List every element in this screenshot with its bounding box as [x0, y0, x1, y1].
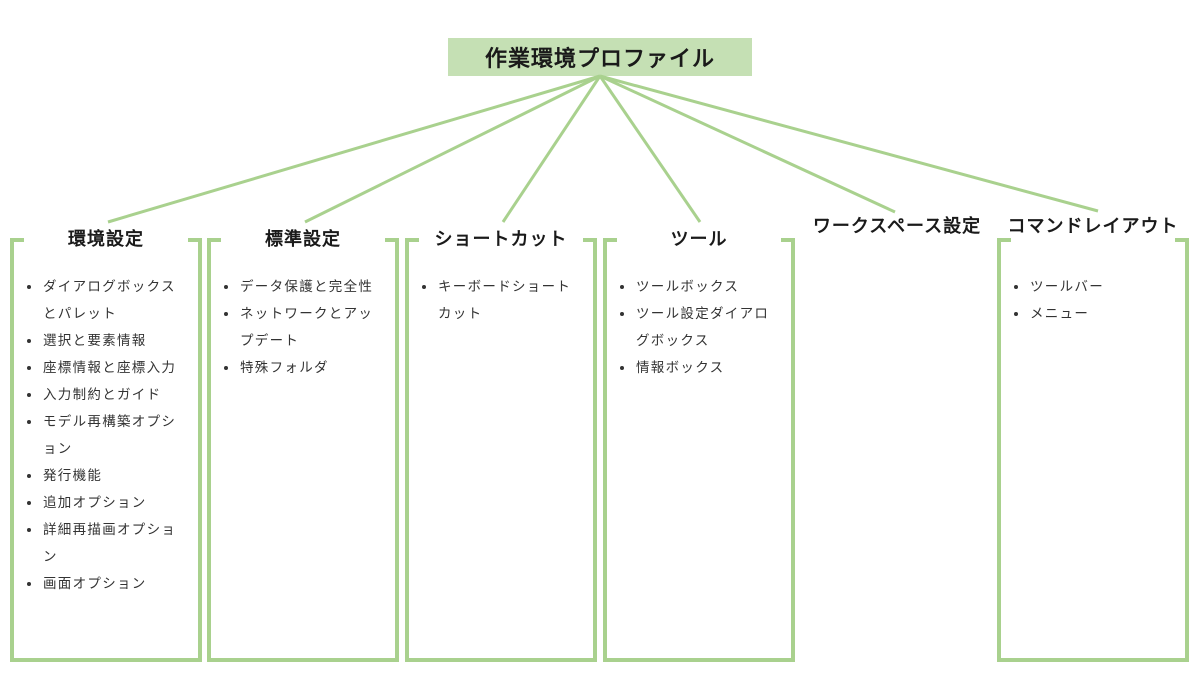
list-item: 詳細再描画オプション	[24, 517, 189, 571]
connector-line	[501, 75, 602, 223]
column-bracket	[405, 238, 597, 662]
column-list-tool: ツールボックス ツール設定ダイアログボックス 情報ボックス	[617, 274, 782, 382]
list-item: 入力制約とガイド	[24, 382, 189, 409]
column-title-environment: 環境設定	[68, 229, 144, 250]
column-list-environment: ダイアログボックスとパレット 選択と要素情報 座標情報と座標入力 入力制約とガイ…	[24, 274, 189, 598]
column-list-command-layout: ツールバー メニュー	[1011, 274, 1176, 328]
list-item: 特殊フォルダ	[221, 355, 386, 382]
column-bracket	[207, 238, 399, 662]
list-item: モデル再構築オプション	[24, 409, 189, 463]
column-bracket	[10, 238, 202, 662]
column-title-command-layout: コマンドレイアウト	[1007, 216, 1179, 237]
list-item: 追加オプション	[24, 490, 189, 517]
connector-line	[599, 74, 1099, 213]
list-item: 選択と要素情報	[24, 328, 189, 355]
column-bracket	[603, 238, 795, 662]
list-item: ツールボックス	[617, 274, 782, 301]
list-item: ツール設定ダイアログボックス	[617, 301, 782, 355]
column-title-tool: ツール	[670, 229, 728, 250]
list-item: キーボードショートカット	[419, 274, 584, 328]
list-item: 座標情報と座標入力	[24, 355, 189, 382]
column-title-shortcut: ショートカット	[434, 229, 568, 250]
list-item: メニュー	[1011, 301, 1176, 328]
connector-line	[304, 74, 601, 224]
list-item: ネットワークとアップデート	[221, 301, 386, 355]
connector-line	[599, 74, 896, 214]
connector-line	[107, 74, 601, 224]
root-node-box	[448, 38, 752, 76]
column-title-workspace: ワークスペース設定	[812, 216, 982, 237]
list-item: データ保護と完全性	[221, 274, 386, 301]
list-item: ダイアログボックスとパレット	[24, 274, 189, 328]
column-bracket	[997, 238, 1189, 662]
list-item: 情報ボックス	[617, 355, 782, 382]
root-node-label: 作業環境プロファイル	[484, 47, 715, 72]
connector-line	[598, 75, 702, 223]
list-item: 画面オプション	[24, 571, 189, 598]
column-list-standard: データ保護と完全性 ネットワークとアップデート 特殊フォルダ	[221, 274, 386, 382]
list-item: ツールバー	[1011, 274, 1176, 301]
list-item: 発行機能	[24, 463, 189, 490]
column-list-shortcut: キーボードショートカット	[419, 274, 584, 328]
column-title-standard: 標準設定	[265, 229, 341, 250]
